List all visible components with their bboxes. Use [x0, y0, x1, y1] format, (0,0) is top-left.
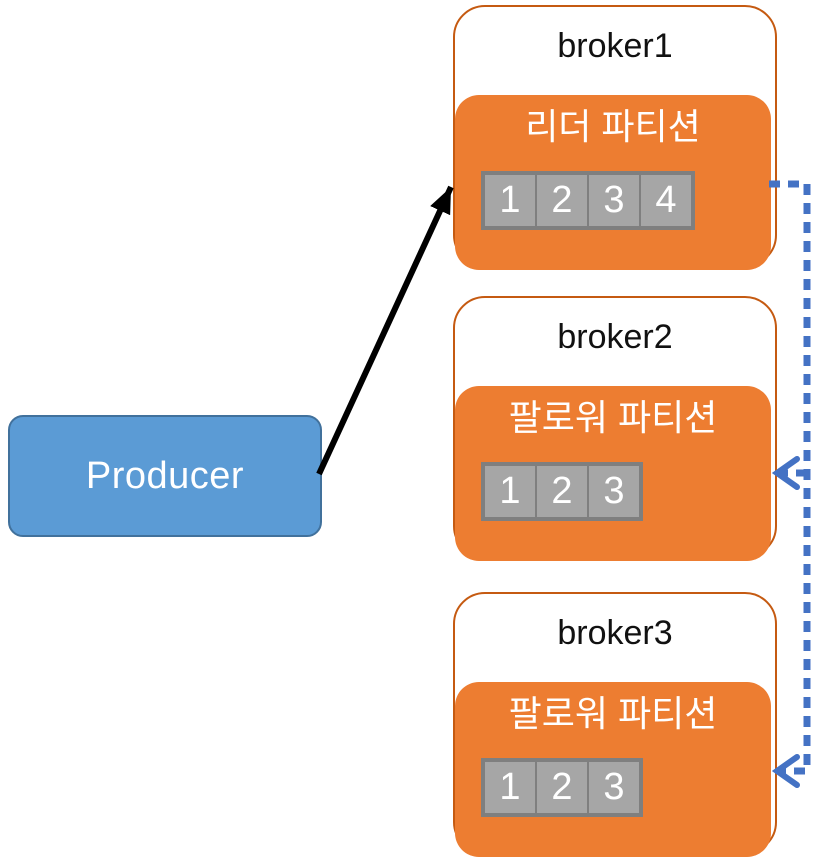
broker2-title: broker2 [557, 318, 673, 356]
broker3-box: broker3 팔로워 파티션 1 2 3 [453, 592, 777, 857]
broker1-leader-partition-box: 리더 파티션 1 2 3 4 [455, 95, 771, 270]
partition-cell: 1 [483, 173, 537, 228]
produce-arrow [316, 185, 454, 476]
partition-cell: 2 [535, 173, 589, 228]
broker1-cells-row: 1 2 3 4 [481, 171, 695, 230]
broker1-title: broker1 [557, 27, 673, 65]
broker2-box: broker2 팔로워 파티션 1 2 3 [453, 296, 777, 561]
broker1-box: broker1 리더 파티션 1 2 3 4 [453, 5, 777, 270]
broker2-partition-label: 팔로워 파티션 [508, 397, 718, 438]
partition-cell: 3 [587, 173, 641, 228]
broker3-partition-label: 팔로워 파티션 [508, 693, 718, 734]
partition-cell: 2 [535, 464, 589, 519]
partition-cell: 3 [587, 760, 641, 815]
producer-box: Producer [8, 415, 322, 537]
partition-cell: 1 [483, 464, 537, 519]
partition-cell: 2 [535, 760, 589, 815]
broker3-follower-partition-box: 팔로워 파티션 1 2 3 [455, 682, 771, 857]
partition-cell: 3 [587, 464, 641, 519]
partition-cell: 4 [639, 173, 693, 228]
producer-label: Producer [85, 454, 245, 497]
broker2-follower-partition-box: 팔로워 파티션 1 2 3 [455, 386, 771, 561]
broker1-partition-label: 리더 파티션 [525, 106, 701, 147]
partition-cell: 1 [483, 760, 537, 815]
broker3-title: broker3 [557, 614, 673, 652]
broker2-cells-row: 1 2 3 [481, 462, 643, 521]
broker3-cells-row: 1 2 3 [481, 758, 643, 817]
